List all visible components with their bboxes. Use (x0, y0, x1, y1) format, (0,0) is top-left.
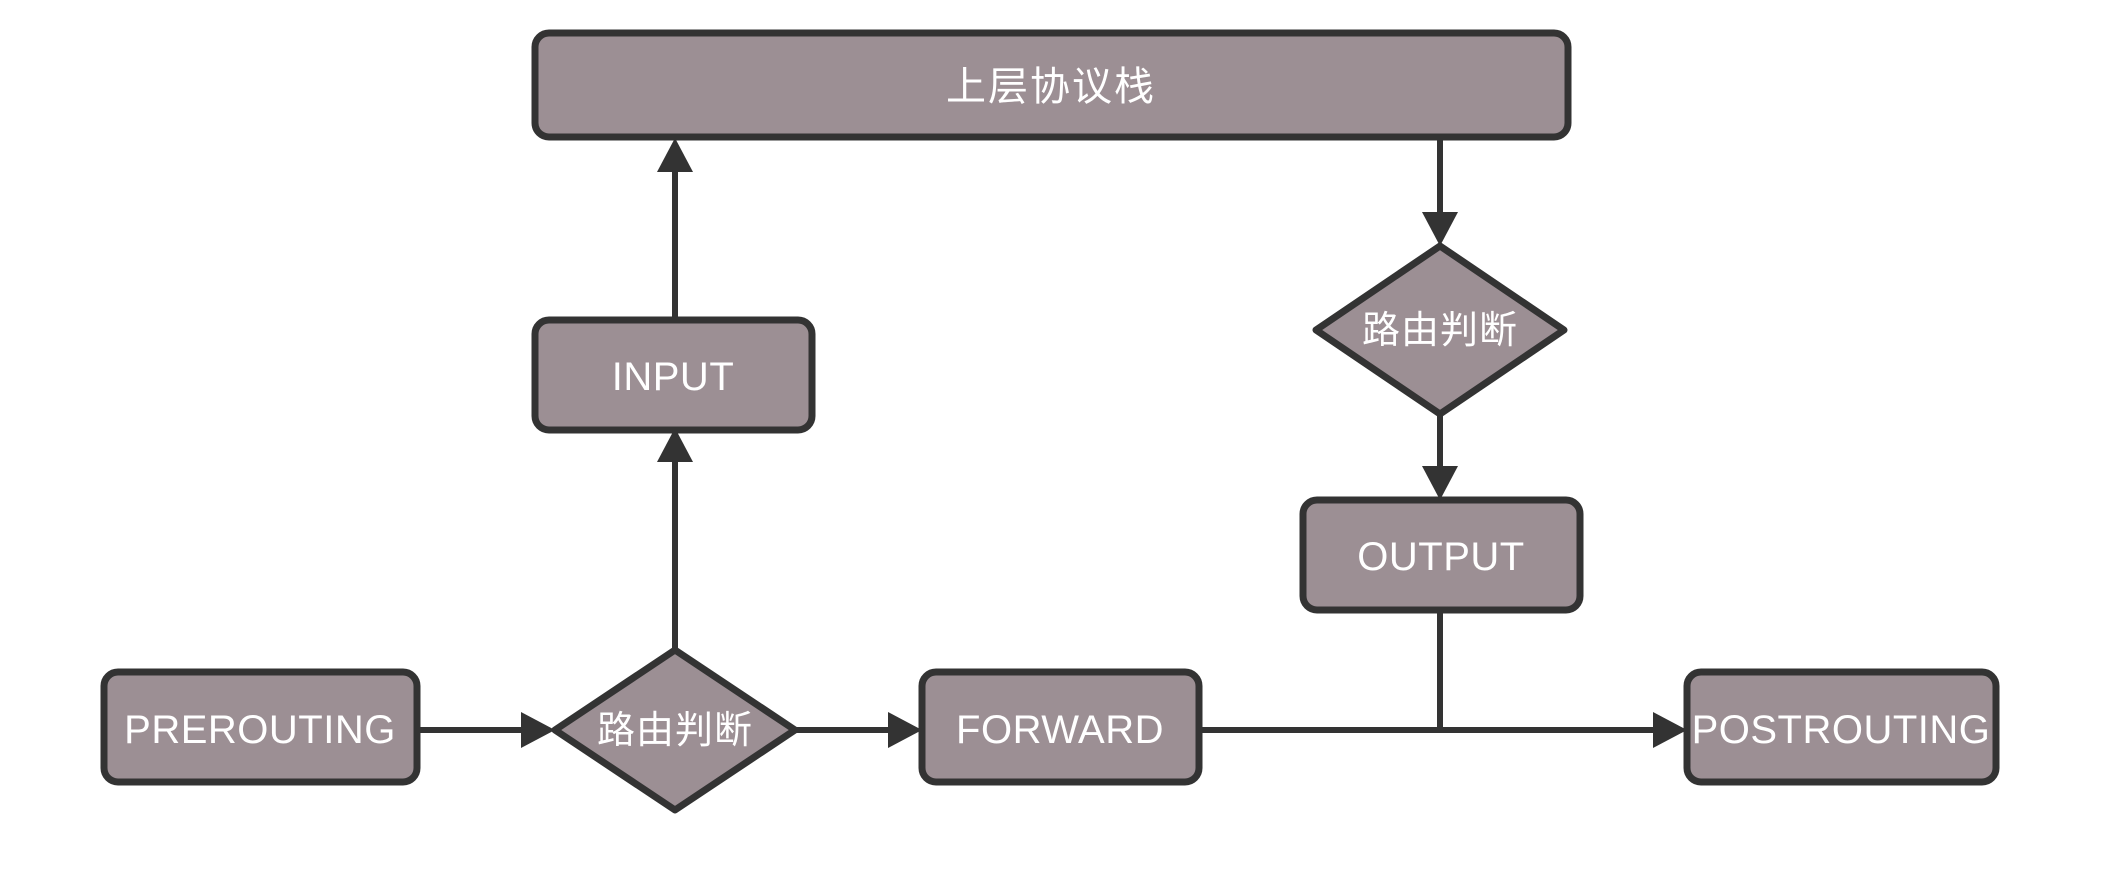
node-input[interactable]: INPUT (531, 316, 816, 434)
node-prerouting[interactable]: PREROUTING (100, 668, 421, 786)
node-label: INPUT (612, 355, 735, 399)
node-label: FORWARD (956, 708, 1164, 752)
arrowhead-icon (657, 138, 693, 172)
node-route-decision-output[interactable]: 路由判断 (1312, 242, 1568, 418)
node-label: POSTROUTING (1692, 708, 1991, 752)
node-shape-rounded-rect[interactable] (100, 668, 421, 786)
node-output[interactable]: OUTPUT (1299, 496, 1584, 614)
node-route-decision-main[interactable]: 路由判断 (551, 646, 799, 814)
node-forward[interactable]: FORWARD (918, 668, 1203, 786)
edge-upper-stack-to-route-decision (1422, 137, 1458, 246)
edge-prerouting-to-route-decision (417, 712, 555, 748)
node-shape-diamond[interactable] (1312, 242, 1568, 418)
node-shape-diamond[interactable] (551, 646, 799, 814)
edge-input-to-upper-stack (657, 138, 693, 320)
node-shape-rounded-rect[interactable] (1683, 668, 2000, 786)
edge-route-decision-to-forward (795, 712, 922, 748)
node-label: 路由判断 (1362, 310, 1518, 352)
node-label: PREROUTING (124, 708, 396, 752)
arrowhead-icon (657, 428, 693, 462)
node-shape-rounded-rect[interactable] (531, 29, 1572, 141)
arrowhead-icon (521, 712, 555, 748)
arrowhead-icon (1422, 466, 1458, 500)
node-label: OUTPUT (1357, 535, 1524, 579)
node-shape-rounded-rect[interactable] (918, 668, 1203, 786)
edge-route-decision-to-output (1422, 414, 1458, 500)
node-upper-protocol-stack[interactable]: 上层协议栈 (531, 29, 1572, 141)
arrowhead-icon (888, 712, 922, 748)
node-label: 路由判断 (597, 710, 753, 752)
node-shape-rounded-rect[interactable] (1299, 496, 1584, 614)
node-shape-rounded-rect[interactable] (531, 316, 816, 434)
arrowhead-icon (1422, 212, 1458, 246)
node-label: 上层协议栈 (946, 65, 1156, 109)
node-postrouting[interactable]: POSTROUTING (1683, 668, 2000, 786)
arrowhead-icon (1653, 712, 1687, 748)
